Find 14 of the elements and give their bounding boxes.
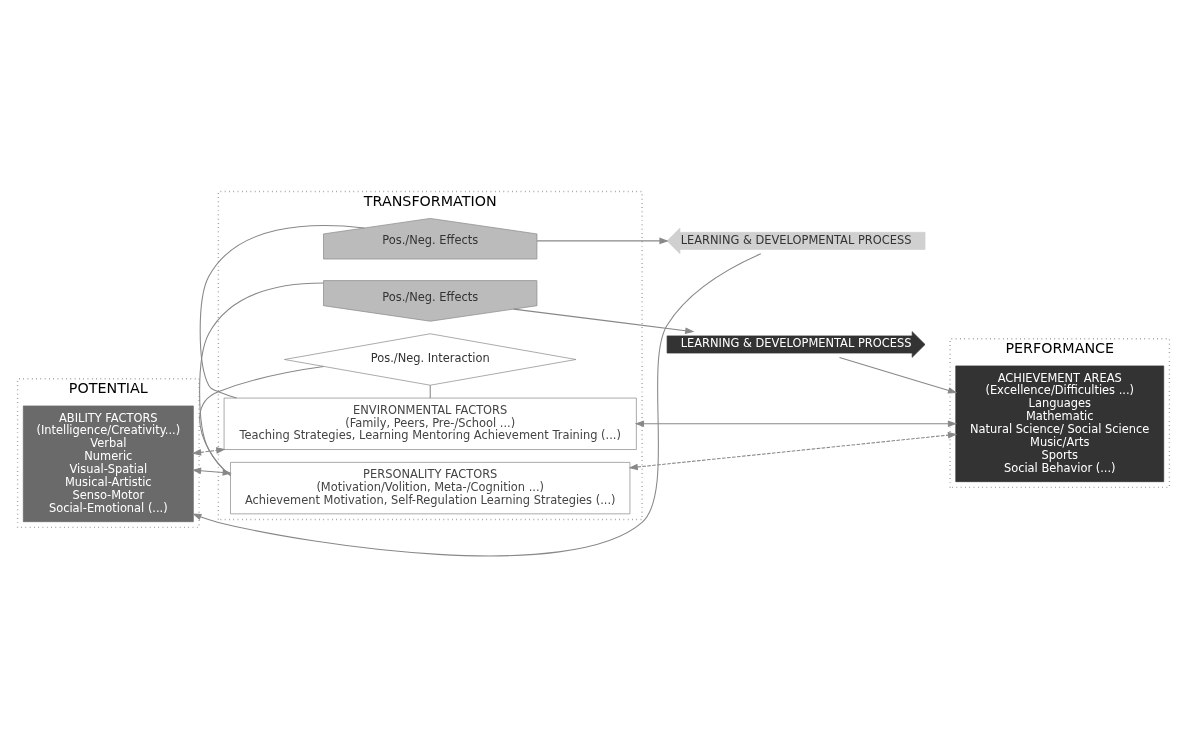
arrow <box>838 356 958 394</box>
node-box: ACHIEVEMENT AREAS (Excellence/Difficulties ...) Languages Mathematic Natural Science/ Social Science Music/Arts Sports Social Behavior (...) <box>955 365 1165 483</box>
arrow <box>513 308 695 334</box>
connector <box>429 384 431 399</box>
node-diamond: Pos./Neg. Interaction <box>284 333 577 386</box>
node-box: ENVIRONMENTAL FACTORS (Family, Peers, Pre-/School ...) Teaching Strategies, Learning Mentoring Achievement Training (...) <box>223 397 637 450</box>
arrow <box>628 431 958 471</box>
connector <box>199 225 365 399</box>
arrow <box>634 420 958 428</box>
arrow <box>192 253 762 557</box>
node-box: ABILITY FACTORS (Intelligence/Creativity...) Verbal Numeric Visual-Spatial Musical-Artistic Senso-Motor Social-Emotional (...) <box>22 405 194 523</box>
arrow <box>536 237 669 245</box>
node-box: PERSONALITY FACTORS (Motivation/Volition, Meta-/Cognition ...) Achievement Motivation, Self-Regulation Learning Strategies (...) <box>230 462 631 515</box>
arrow <box>191 447 226 456</box>
